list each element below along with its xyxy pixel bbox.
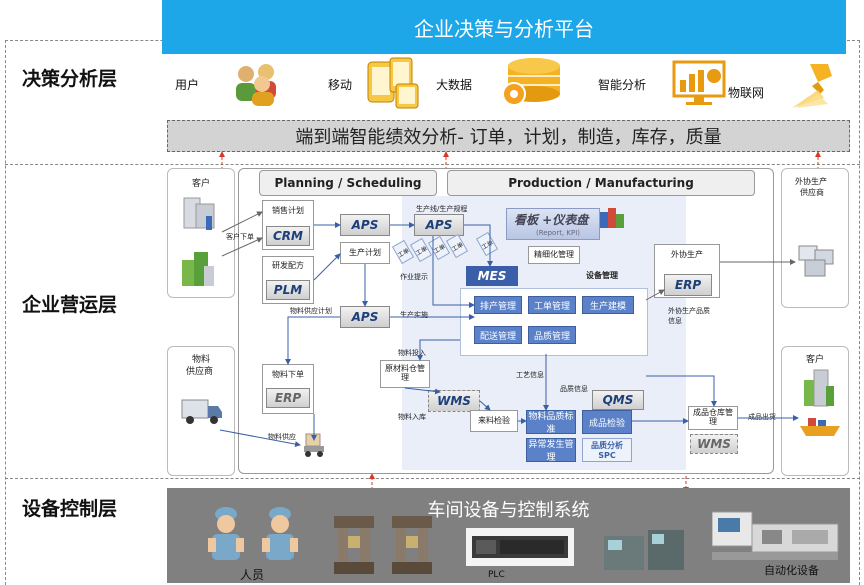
green-building-icon	[178, 250, 218, 294]
product-check-box: 成品检验	[582, 410, 632, 434]
layer-label-operation: 企业营运层	[22, 294, 118, 316]
decision-item-mobile: 移动	[328, 78, 353, 92]
plm-box: PLM	[266, 280, 310, 300]
office-building-icon	[178, 192, 218, 238]
kpi-analysis-bar: 端到端智能绩效分析- 订单，计划，制造，库存，质量	[167, 120, 850, 152]
delivery-mgmt-box: 配送管理	[474, 326, 522, 344]
quality-info-label: 品质信息	[560, 385, 588, 393]
layer-label-decision: 决策分析层	[22, 68, 118, 90]
qms-box: QMS	[592, 390, 644, 410]
mobile-devices-icon	[366, 56, 422, 114]
database-icon	[500, 56, 562, 112]
outsource-title1: 外协生产	[795, 177, 827, 186]
customer-right-panel	[781, 346, 849, 476]
customer-right-title: 客户	[806, 355, 825, 365]
dashboard-label: 看板 +仪表盘	[514, 213, 589, 227]
outsource-title2: 供应商	[800, 188, 824, 197]
aps-box-2: APS	[340, 306, 390, 328]
sales-plan-label: 销售计划	[272, 206, 304, 215]
layer-separator-mid	[5, 164, 860, 165]
crm-box: CRM	[266, 226, 310, 246]
tab-production: Production / Manufacturing	[447, 170, 755, 196]
supplier-left-title1: 物料	[192, 355, 211, 365]
cargo-ship-icon	[798, 414, 842, 442]
right-border	[859, 40, 860, 585]
rd-formula-label: 研发配方	[272, 261, 304, 270]
wms-left-box: WMS	[428, 390, 480, 412]
plc-label: PLC	[488, 570, 505, 580]
aps-box-3: APS	[414, 214, 464, 236]
quality-mgmt-box: 品质管理	[528, 326, 576, 344]
press-machine-icon-1	[330, 512, 378, 580]
outsource-note-label: 外协生产品质信息	[668, 307, 710, 325]
decision-item-user: 用户	[175, 78, 200, 92]
staff-label: 人员	[240, 568, 265, 582]
incoming-check-box: 来料检验	[470, 410, 518, 432]
material-order-label: 物料下单	[272, 370, 304, 379]
decision-item-bigdata: 大数据	[436, 78, 473, 92]
truck-icon	[180, 396, 224, 430]
auto-equipment-label: 自动化设备	[764, 564, 819, 577]
equipment-mgmt-label: 设备管理	[586, 271, 618, 280]
prod-modeling-box: 生产建模	[582, 296, 634, 314]
refined-mgmt-box: 精细化管理	[528, 246, 580, 264]
quality-std-box: 物料品质标准	[526, 410, 576, 435]
automation-machine-icon	[711, 506, 842, 570]
prod-exec-label: 生产实施	[400, 311, 428, 319]
scheduling-mgmt-box: 排产管理	[474, 296, 522, 314]
spc-box: 品质分析 SPC	[582, 438, 632, 462]
control-cabinet-icon	[604, 526, 686, 576]
material-supply-label: 物料供应	[268, 433, 296, 441]
layer-label-control: 设备控制层	[22, 498, 118, 520]
work-info-label: 工艺信息	[516, 371, 544, 379]
dashboard-box	[506, 208, 600, 240]
anomaly-mgmt-box: 异常发生管理	[526, 438, 576, 463]
analytics-monitor-icon	[672, 60, 728, 110]
process-mgmt-box: 工单管理	[528, 296, 576, 314]
outsource-prod-label: 外协生产	[671, 250, 703, 259]
work-hint-label: 作业提示	[400, 273, 428, 281]
boxes-icon	[795, 240, 839, 284]
wms-right-box: WMS	[690, 434, 738, 454]
prod-line-plan-label: 生产线/生产规程	[416, 205, 468, 213]
city-building-icon	[798, 368, 838, 412]
mes-box: MES	[466, 266, 518, 286]
customer-left-title: 客户	[192, 179, 211, 189]
equipment-control-title: 车间设备与控制系统	[427, 500, 590, 521]
aps-box-1: APS	[340, 214, 390, 236]
supplier-left-title2: 供应商	[186, 367, 214, 377]
decision-item-iot: 物联网	[728, 86, 765, 100]
books-icon	[598, 204, 626, 234]
iot-scanner-icon	[788, 60, 844, 114]
finished-wh-box: 成品仓库管理	[688, 406, 738, 430]
worker-icon-1	[206, 504, 246, 572]
supplier-left-panel	[167, 346, 235, 476]
raw-material-mgmt-box: 原材料仓管理	[380, 360, 430, 388]
customer-order-label: 客户下单	[226, 233, 254, 241]
layer-separator-low	[5, 478, 860, 479]
dashboard-sub-label: (Report, KPI)	[536, 229, 580, 237]
material-supply-plan-label: 物料供应计划	[290, 307, 332, 315]
worker-icon-2	[260, 504, 300, 572]
material-in-label: 物料入库	[398, 413, 426, 421]
prod-plan-box: 生产计划	[340, 242, 390, 264]
decision-item-analytics: 智能分析	[598, 78, 647, 92]
press-machine-icon-2	[388, 512, 436, 580]
ship-label: 成品出货	[748, 413, 776, 421]
banner-title: 企业决策与分析平台	[162, 0, 846, 54]
erp-left-box: ERP	[266, 388, 310, 408]
tab-planning: Planning / Scheduling	[259, 170, 437, 196]
outsource-panel	[781, 168, 849, 308]
material-input-label: 物料投入	[398, 349, 426, 357]
users-icon	[232, 62, 286, 110]
erp-right-box: ERP	[664, 274, 712, 296]
left-border	[5, 40, 6, 585]
plc-device-icon	[466, 528, 574, 570]
